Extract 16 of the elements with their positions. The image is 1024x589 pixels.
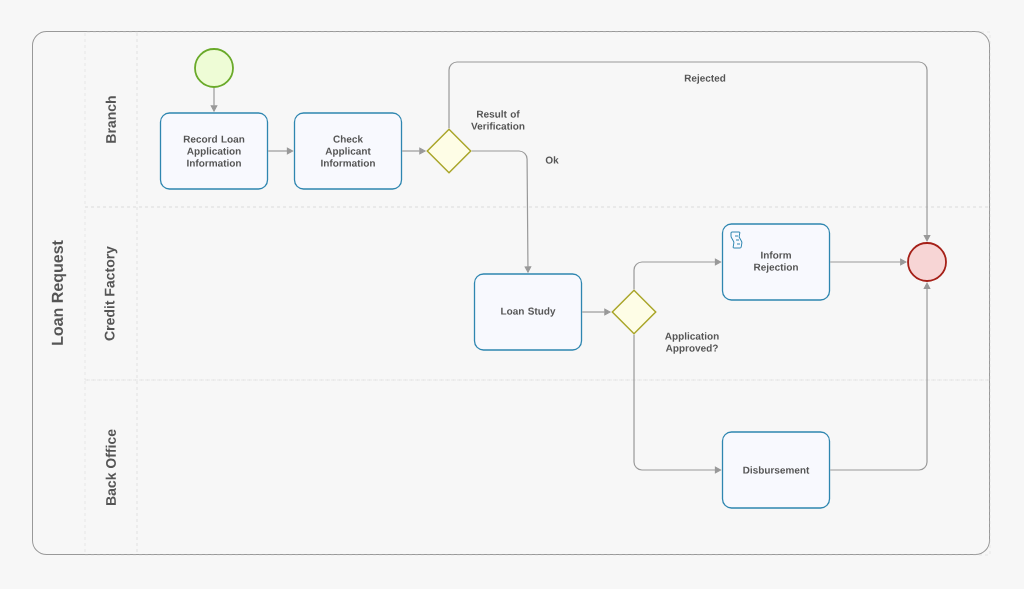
task-box: Record Loan Application Information	[159, 112, 269, 190]
task-box: Inform Rejection	[721, 223, 831, 301]
gateway-diamond	[426, 128, 472, 174]
arrow	[267, 147, 294, 155]
gateway-label: Result of Verification	[471, 110, 525, 130]
edge-label: Ok	[544, 155, 560, 165]
arrow	[633, 258, 722, 290]
gateway-diamond	[611, 289, 657, 335]
arrow	[633, 334, 722, 474]
gateway-label: Application Approved?	[665, 332, 719, 354]
end-event-circle	[907, 242, 947, 282]
task-box: Check Applicant Information	[293, 112, 403, 190]
start-event-circle	[194, 48, 234, 88]
task-box: Disbursement	[721, 431, 831, 509]
edge-label: Rejected	[683, 73, 727, 85]
task-box: Loan Study	[473, 273, 583, 351]
